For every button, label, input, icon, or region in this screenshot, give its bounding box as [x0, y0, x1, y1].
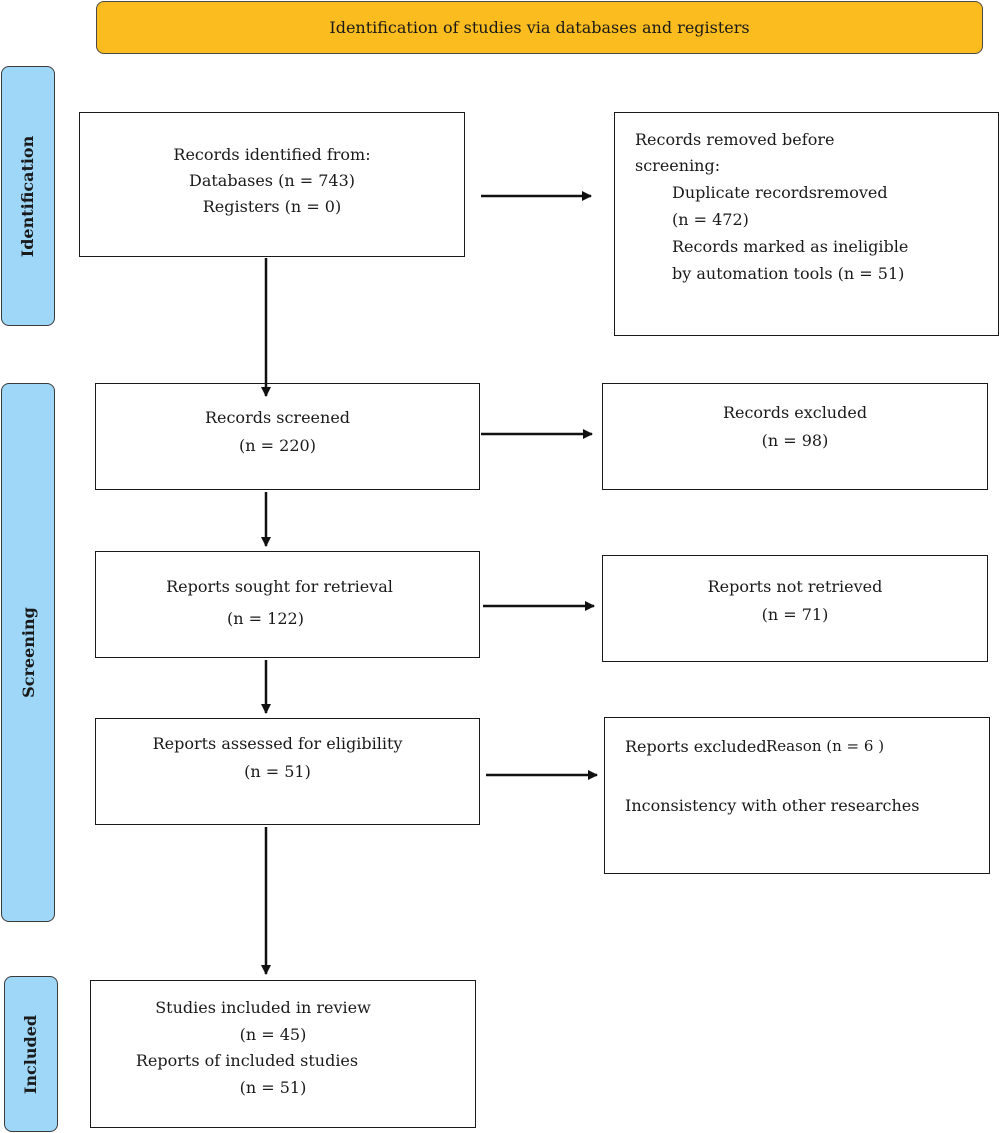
header-title: Identification of studies via databases …	[329, 18, 750, 37]
reports-assessed-label: Reports assessed for eligibility	[152, 734, 403, 753]
reports-included-label: Reports of included studies	[135, 1051, 359, 1070]
box-reports-assessed: Reports assessed for eligibility (n = 51…	[95, 718, 480, 825]
reports-assessed-count: (n = 51)	[244, 762, 311, 781]
box-reports-excluded: Reports excluded: Reason (n = 6 ) Incons…	[604, 717, 990, 874]
registers-count: Registers (n = 0)	[202, 197, 342, 216]
ineligible-label: Records marked as ineligible	[672, 237, 909, 256]
duplicate-removed-label: Duplicate recordsremoved	[672, 183, 888, 202]
phase-included: Included	[4, 976, 58, 1132]
records-removed-heading: Records removed before	[635, 130, 835, 149]
box-reports-sought: Reports sought for retrieval (n = 122)	[95, 551, 480, 658]
reports-excluded-detail: Inconsistency with other researches	[625, 796, 920, 815]
records-screened-label: Records screened	[204, 408, 351, 427]
box-records-identified: Records identified from: Databases (n = …	[79, 112, 465, 257]
box-records-screened: Records screened (n = 220)	[95, 383, 480, 490]
box-records-excluded: Records excluded (n = 98)	[602, 383, 988, 490]
box-studies-included: Studies included in review (n = 45) Repo…	[90, 980, 476, 1128]
box-reports-not-retrieved: Reports not retrieved (n = 71)	[602, 555, 988, 662]
reports-included-count: (n = 51)	[239, 1078, 307, 1097]
records-screened-count: (n = 220)	[239, 436, 316, 455]
reports-excluded-reason: Reason (n = 6 )	[766, 737, 885, 755]
duplicate-removed-count: (n = 472)	[672, 210, 749, 229]
records-identified-heading: Records identified from:	[173, 145, 371, 164]
phase-screening: Screening	[1, 383, 55, 922]
reports-not-retrieved-label: Reports not retrieved	[707, 577, 883, 596]
header-banner: Identification of studies via databases …	[96, 1, 983, 54]
reports-excluded-label: Reports excluded:	[625, 737, 772, 756]
reports-sought-label: Reports sought for retrieval	[166, 577, 393, 596]
databases-count: Databases (n = 743)	[189, 171, 355, 190]
studies-included-label: Studies included in review	[155, 998, 371, 1017]
phase-identification: Identification	[1, 66, 55, 326]
records-removed-heading-cont: screening:	[635, 156, 721, 175]
reports-sought-count: (n = 122)	[227, 609, 304, 628]
ineligible-count: by automation tools (n = 51)	[672, 264, 905, 283]
records-excluded-label: Records excluded	[722, 403, 868, 422]
records-excluded-count: (n = 98)	[761, 431, 829, 450]
reports-not-retrieved-count: (n = 71)	[761, 605, 829, 624]
studies-included-count: (n = 45)	[239, 1025, 307, 1044]
box-records-removed: Records removed before screening: Duplic…	[614, 112, 999, 336]
